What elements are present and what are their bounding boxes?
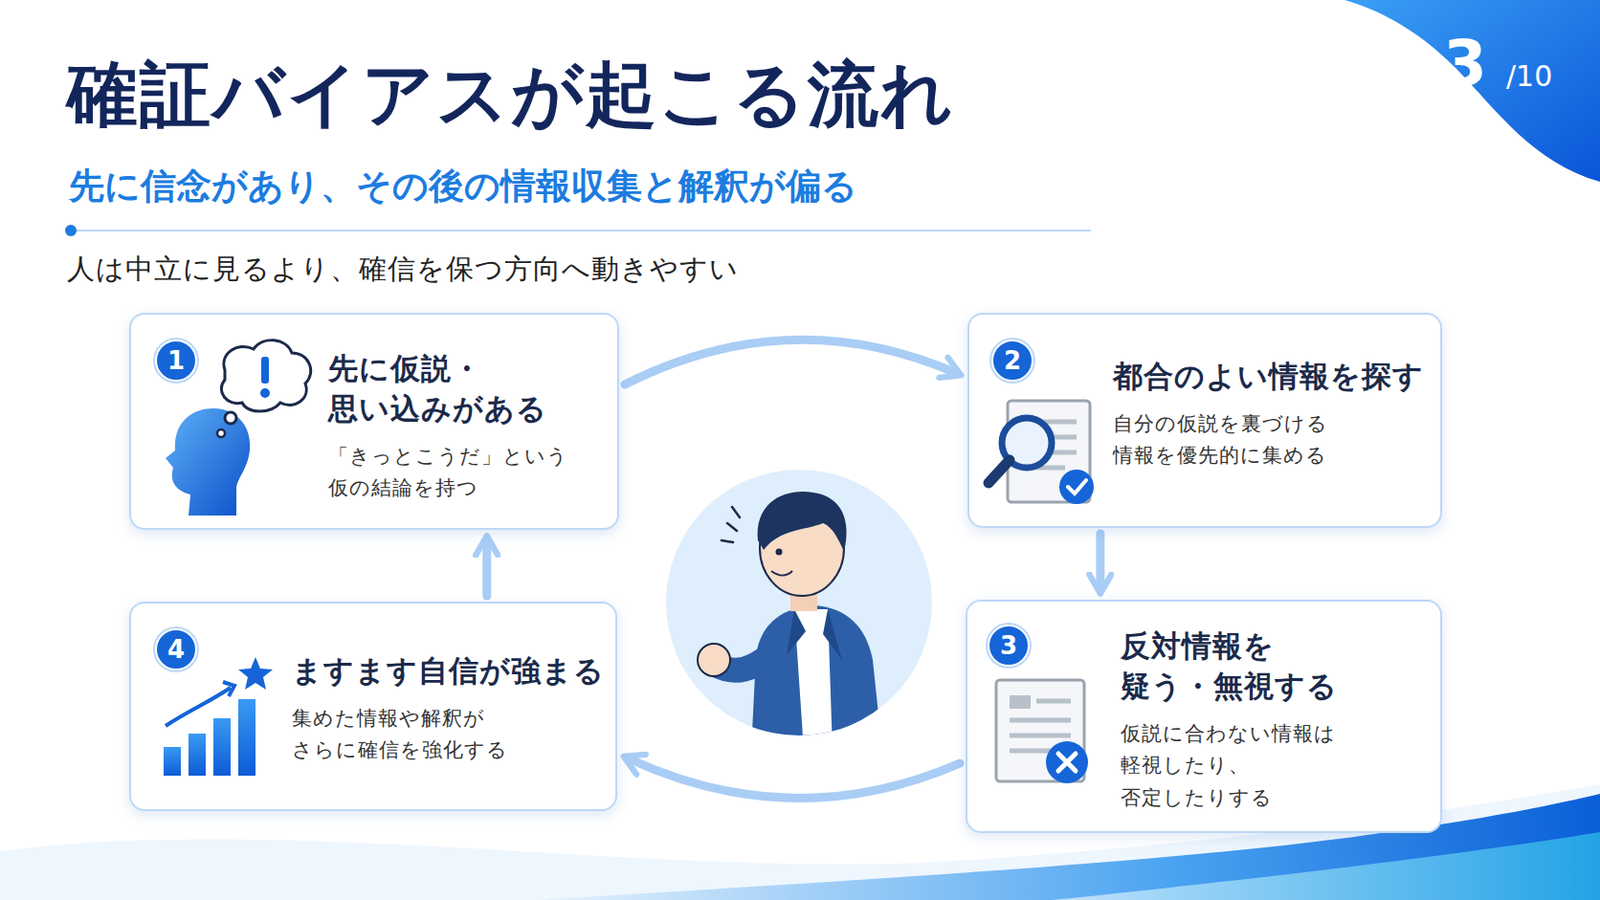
wave-light [1052, 832, 1600, 900]
flow-arrow [624, 339, 956, 385]
step-heading: ますます自信が強まる [291, 651, 604, 692]
step-heading: 先に仮説・ 思い込みがある [328, 349, 568, 430]
flow-arrow [628, 758, 960, 799]
flow-arrow [1095, 533, 1105, 589]
lead-text: 人は中立に見るより、確信を保つ方向へ動きやすい [66, 250, 739, 289]
step-number: 4 [155, 628, 198, 671]
process-box: ますます自信が強まる集めた情報や解釈が さらに確信を強化する [129, 601, 618, 812]
lapel [786, 609, 843, 661]
process-box: 都合のよい情報を探す自分の仮説を裏づける 情報を優先的に集める [967, 312, 1443, 529]
step-description: 集めた情報や解釈が さらに確信を強化する [291, 703, 541, 768]
flow-arrow [482, 541, 491, 597]
step-number: 3 [987, 624, 1030, 667]
subtitle-rule [70, 229, 1091, 232]
corner-shape [1344, 0, 1600, 182]
motion-lines [721, 507, 740, 543]
slide-title: 確証バイアスが起こる流れ [66, 47, 956, 144]
step-description: 自分の仮説を裏づける 情報を優先的に集める [1112, 408, 1362, 473]
eye [776, 549, 783, 556]
step-number: 1 [155, 339, 198, 382]
smile [771, 571, 793, 577]
process-box: 先に仮説・ 思い込みがある「きっとこうだ」という 仮の結論を持つ [129, 312, 620, 531]
fist [697, 644, 731, 677]
page-number: 3 [1443, 26, 1488, 101]
process-box: 反対情報を 疑う・無視する仮説に合わない情報は 軽視したり、否定したりする [965, 600, 1443, 834]
step-heading: 都合のよい情報を探す [1112, 356, 1429, 398]
rule-dot [65, 224, 77, 237]
step-description: 「きっとこうだ」という 仮の結論を持つ [328, 441, 587, 506]
jacket [751, 605, 883, 742]
person-illustration [660, 464, 938, 742]
slide-subtitle: 先に信念があり、その後の情報収集と解釈が偏る [68, 162, 858, 211]
page-total: /10 [1506, 59, 1553, 93]
step-number: 2 [991, 339, 1034, 382]
hair [757, 491, 847, 553]
step-heading: 反対情報を 疑う・無視する [1120, 626, 1360, 708]
step-description: 仮説に合わない情報は 軽視したり、否定したりする [1120, 718, 1399, 816]
